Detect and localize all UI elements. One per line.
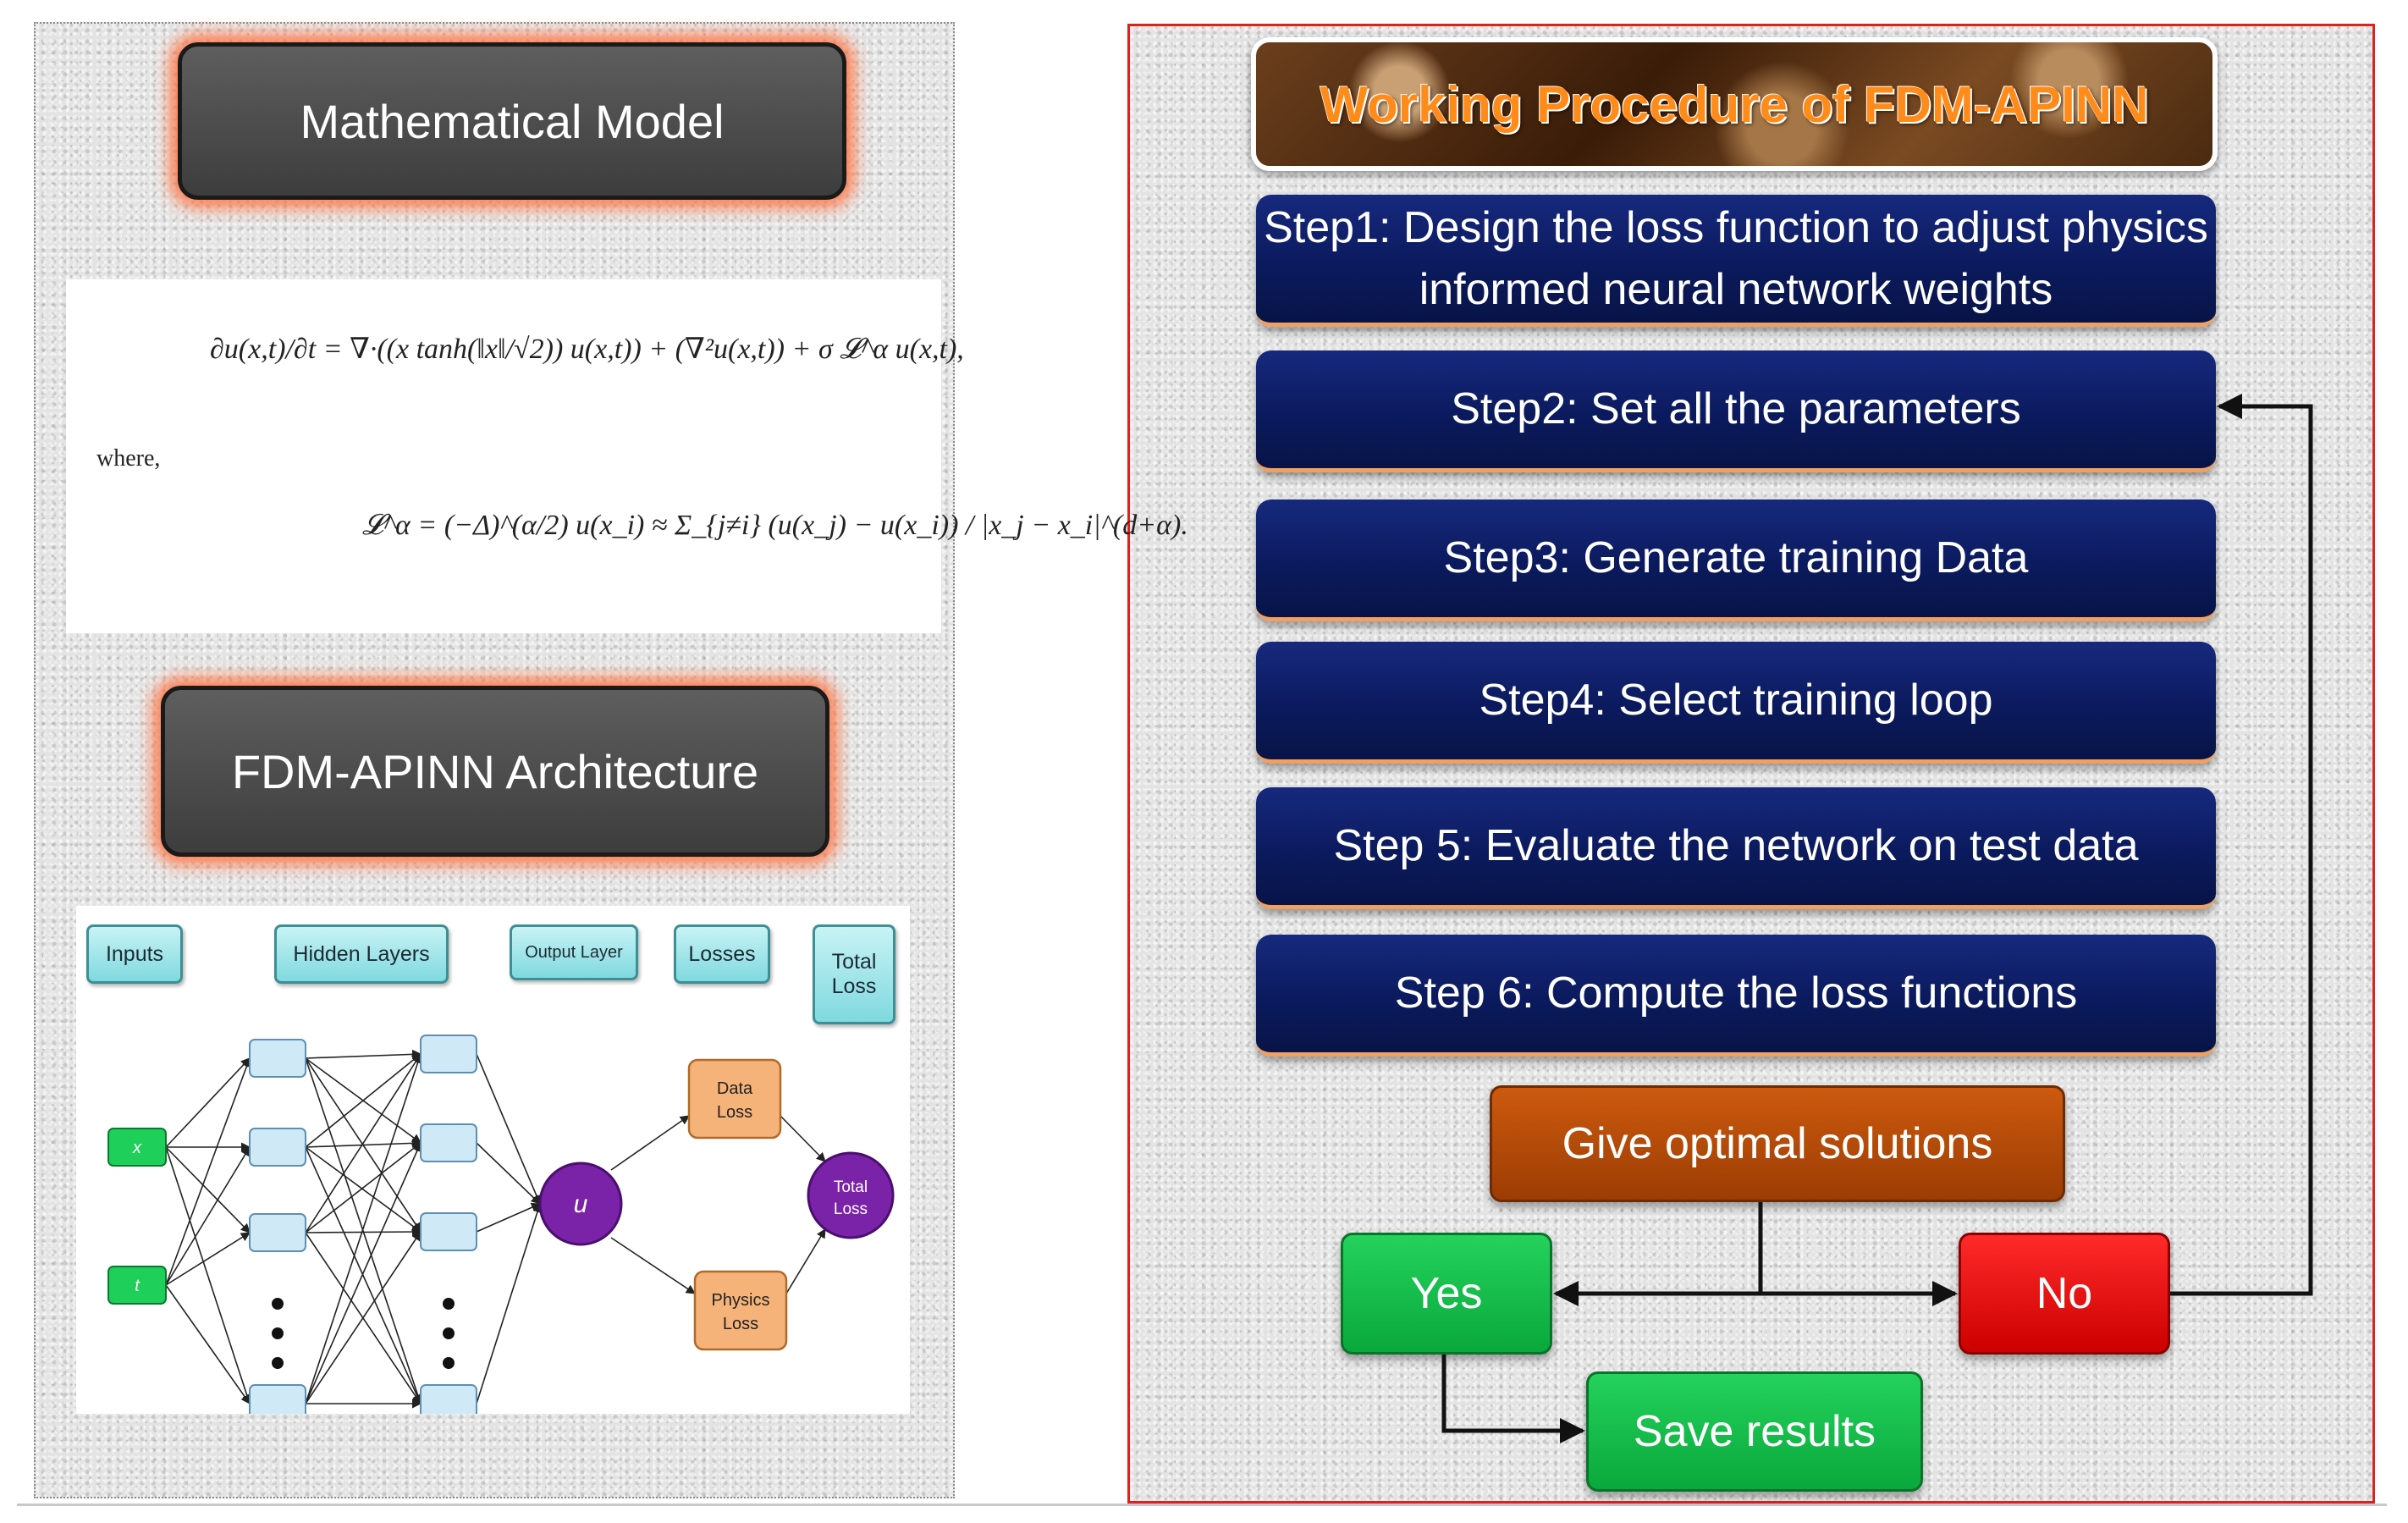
network-edge: [305, 1138, 422, 1148]
input-node-label: x: [132, 1139, 142, 1157]
hidden-node: [249, 1384, 306, 1414]
data-loss-node: [687, 1058, 782, 1139]
save-results-box: Save results: [1586, 1371, 1923, 1492]
input-node: [107, 1266, 167, 1305]
output-node-label: u: [574, 1190, 588, 1218]
network-edge: [165, 1057, 251, 1148]
network-edge: [305, 1146, 422, 1405]
step-1-box: Step1: Design the loss function to adjus…: [1256, 195, 2216, 327]
hidden-node: [420, 1212, 477, 1251]
network-edge: [305, 1141, 422, 1404]
mathematical-model-header: Mathematical Model: [178, 42, 846, 200]
network-edge: [305, 1052, 423, 1404]
network-edge: [305, 1227, 422, 1237]
network-edge: [476, 1053, 542, 1206]
network-edge: [305, 1053, 422, 1148]
output-layer-label: Output Layer: [510, 924, 638, 980]
ellipsis-dot: [443, 1357, 455, 1369]
where-label: where,: [96, 445, 161, 472]
output-node: [538, 1162, 623, 1246]
network-edge: [476, 1142, 541, 1205]
architecture-header: FDM-APINN Architecture: [161, 686, 829, 857]
inputs-label: Inputs: [86, 924, 183, 984]
network-edge: [305, 1053, 422, 1233]
step-4-box: Step4: Select training loop: [1256, 642, 2216, 764]
physics-loss-node-label: Loss: [723, 1315, 758, 1333]
network-edge: [780, 1115, 826, 1162]
network-edge: [165, 1284, 251, 1404]
hidden-node: [249, 1039, 306, 1078]
network-edge: [305, 1142, 422, 1233]
network-edge: [165, 1146, 252, 1405]
hidden-node: [249, 1128, 306, 1167]
network-edge: [305, 1049, 422, 1059]
network-edge: [305, 1146, 422, 1233]
losses-label: Losses: [674, 924, 770, 984]
physics-loss-node-label: Physics: [712, 1291, 770, 1310]
total-loss-label: Total Loss: [813, 924, 895, 1024]
ellipsis-dot: [272, 1327, 284, 1339]
ellipsis-dot: [443, 1327, 455, 1339]
network-edge: [305, 1231, 422, 1404]
network-edge: [165, 1146, 251, 1286]
network-edge: [610, 1115, 690, 1171]
total-loss-node: [807, 1151, 895, 1239]
ellipsis-dot: [272, 1298, 284, 1310]
total-loss-node-label: Total: [834, 1178, 868, 1196]
procedure-title: Working Procedure of FDM-APINN: [1251, 37, 2218, 171]
step-3-box: Step3: Generate training Data: [1256, 499, 2216, 621]
yes-box: Yes: [1341, 1233, 1552, 1355]
step-2-box: Step2: Set all the parameters: [1256, 350, 2216, 472]
input-node: [107, 1128, 167, 1167]
hidden-layers-label: Hidden Layers: [274, 924, 449, 984]
physics-loss-node: [693, 1270, 788, 1351]
data-loss-node-label: Loss: [717, 1103, 752, 1122]
no-box: No: [1959, 1233, 2170, 1355]
hidden-node: [249, 1213, 306, 1252]
network-edge: [165, 1146, 251, 1233]
total-loss-node-label: Loss: [834, 1200, 868, 1218]
equation-panel: ∂u(x,t)/∂t = ∇·((x tanh(‖x‖/√2)) u(x,t))…: [66, 279, 1188, 633]
bottom-divider: [17, 1504, 2387, 1506]
step-6-box: Step 6: Compute the loss functions: [1256, 935, 2216, 1057]
pde-equation: ∂u(x,t)/∂t = ∇·((x tanh(‖x‖/√2)) u(x,t))…: [210, 334, 964, 365]
input-node-label: t: [135, 1277, 141, 1295]
optimal-solutions-box: Give optimal solutions: [1490, 1085, 2065, 1202]
step-5-box: Step 5: Evaluate the network on test dat…: [1256, 787, 2216, 909]
network-diagram: Inputs Hidden Layers Output Layer Losses…: [76, 906, 910, 1414]
network-edge: [165, 1057, 251, 1286]
fractional-operator-equation: 𝓛^α = (−Δ)^(α/2) u(x_i) ≈ Σ_{j≠i} (u(x_j…: [362, 510, 1188, 541]
data-loss-node-label: Data: [717, 1079, 753, 1098]
network-edge: [165, 1232, 251, 1286]
hidden-node: [420, 1384, 477, 1414]
network-edge: [476, 1202, 543, 1404]
ellipsis-dot: [443, 1298, 455, 1310]
hidden-node: [420, 1035, 477, 1073]
network-edge: [476, 1202, 542, 1233]
hidden-node: [420, 1123, 477, 1162]
network-edge: [785, 1228, 826, 1294]
ellipsis-dot: [272, 1357, 284, 1369]
network-edge: [610, 1237, 696, 1294]
